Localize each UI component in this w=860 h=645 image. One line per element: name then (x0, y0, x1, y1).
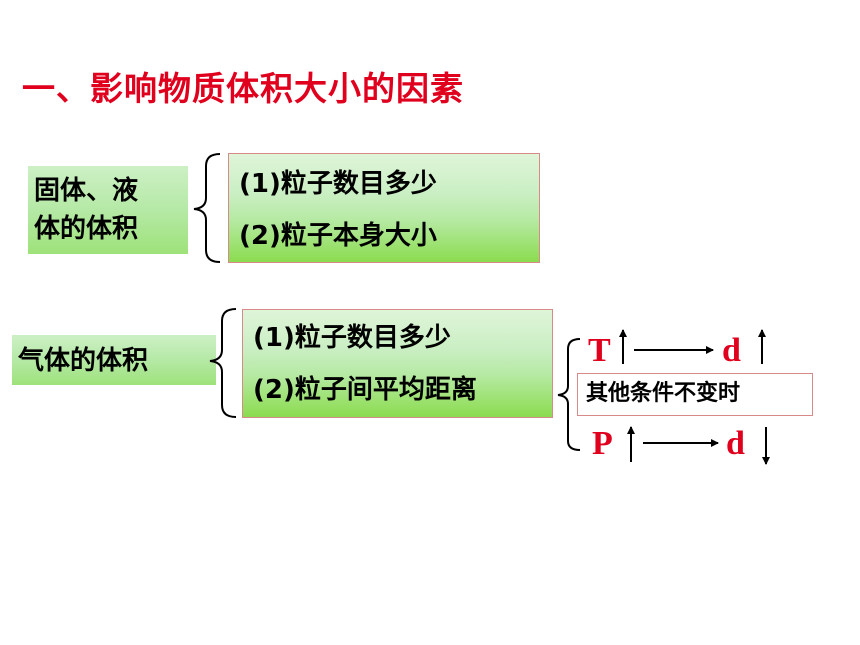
label-line-1: 固体、液 (34, 176, 139, 206)
solid-liquid-factors-box: (1)粒子数目多少 (2)粒子本身大小 (228, 153, 540, 263)
solid-liquid-volume-label: 固体、液 体的体积 (28, 166, 188, 254)
factor-item: (2)粒子间平均距离 (253, 375, 477, 405)
gas-factors-box: (1)粒子数目多少 (2)粒子间平均距离 (242, 309, 553, 418)
distance-symbol-top: d (722, 332, 741, 369)
factor-item: (1)粒子数目多少 (239, 169, 437, 199)
factor-item: (1)粒子数目多少 (253, 323, 451, 353)
left-brace-3 (557, 338, 581, 451)
gas-volume-label: 气体的体积 (12, 335, 216, 385)
label-line-2: 体的体积 (34, 214, 139, 244)
left-brace-1 (193, 153, 221, 263)
condition-box: 其他条件不变时 (577, 373, 813, 416)
temperature-symbol: T (588, 332, 611, 369)
pressure-symbol: P (592, 425, 613, 462)
left-brace-2 (209, 308, 237, 418)
distance-symbol-bottom: d (726, 425, 745, 462)
page-title: 一、影响物质体积大小的因素 (22, 69, 464, 108)
factor-item: (2)粒子本身大小 (239, 221, 437, 251)
gas-label-text: 气体的体积 (18, 346, 149, 376)
